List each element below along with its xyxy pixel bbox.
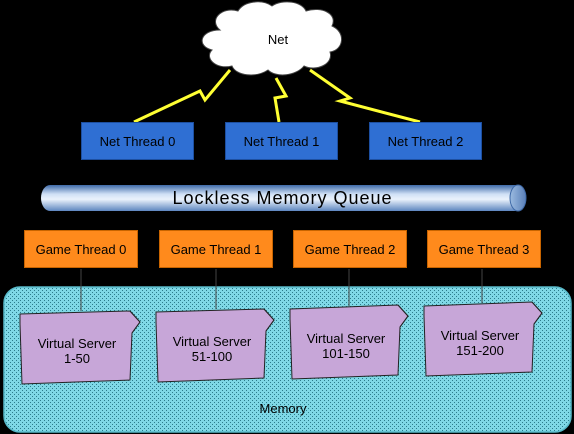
game-thread-3: Game Thread 3: [427, 230, 541, 268]
server-label-0-line2: 1-50: [63, 351, 91, 366]
game-thread-2: Game Thread 2: [293, 230, 407, 268]
server-label-0: Virtual Server 1-50: [24, 336, 130, 366]
server-shape-3: [423, 301, 543, 377]
server-label-1-line1: Virtual Server: [172, 334, 252, 349]
queue-tube: [41, 184, 527, 212]
lightning-bolt-2: [309, 68, 421, 124]
server-shape-0: [19, 310, 141, 385]
server-label-1-line2: 51-100: [191, 349, 233, 364]
server-label-2: Virtual Server 101-150: [294, 331, 398, 361]
server-label-3-line1: Virtual Server: [440, 328, 520, 343]
memory-label: Memory: [259, 401, 307, 416]
server-label-2-line2: 101-150: [322, 346, 370, 361]
net-thread-1: Net Thread 1: [225, 122, 338, 160]
net-thread-2: Net Thread 2: [369, 122, 482, 160]
game-thread-1: Game Thread 1: [159, 230, 273, 268]
server-label-3: Virtual Server 151-200: [428, 328, 532, 358]
server-label-0-line1: Virtual Server: [37, 336, 117, 351]
game-thread-0: Game Thread 0: [24, 230, 138, 268]
server-label-3-line2: 151-200: [456, 343, 504, 358]
server-shape-1: [155, 308, 275, 383]
net-cloud: [201, 1, 342, 76]
lightning-bolt-0: [133, 69, 232, 124]
lightning-bolt-1: [273, 77, 289, 123]
server-shape-2: [289, 304, 409, 380]
queue-label: Lockless Memory Queue: [172, 187, 393, 208]
cloud-label: Net: [267, 32, 289, 47]
net-thread-0: Net Thread 0: [81, 122, 194, 160]
server-label-2-line1: Virtual Server: [306, 331, 386, 346]
server-label-1: Virtual Server 51-100: [160, 334, 264, 364]
